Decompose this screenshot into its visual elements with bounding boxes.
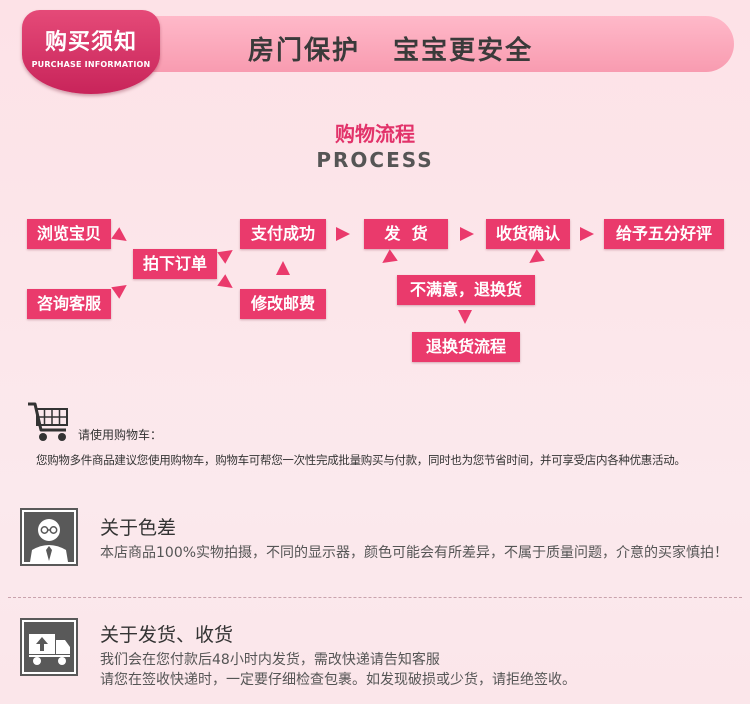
step-consult: 咨询客服 [27,289,111,319]
arrow-ship-to-receive [460,227,474,241]
arrow-order-to-modify [217,274,237,294]
arrow-order-to-pay [217,244,237,264]
badge-title: 购买须知 [44,30,137,55]
arrow-pay-to-ship [336,227,350,241]
step-return-flow: 退换货流程 [412,332,520,362]
arrow-consult-to-order [111,279,131,299]
arrow-unsatisfied-to-return [458,310,472,324]
step-receive: 收货确认 [486,219,570,249]
step-browse: 浏览宝贝 [27,219,111,249]
delivery-truck-icon [20,618,78,676]
step-review: 给予五分好评 [604,219,724,249]
step-unsatisfied: 不满意，退换货 [397,275,535,305]
step-ship: 发 货 [364,219,448,249]
person-glasses-icon [20,508,78,566]
arrow-browse-to-order [111,227,131,247]
shipping-section-line2: 请您在签收快递时，一定要仔细检查包裹。如发现破损或少货，请拒绝签收。 [100,672,576,688]
shipping-section-line1: 我们会在您付款后48小时内发货，需改快递请告知客服 [100,652,440,668]
step-pay: 支付成功 [240,219,326,249]
color-section-text: 本店商品100%实物拍摄，不同的显示器，颜色可能会有所差异，不属于质量问题，介意… [100,545,729,561]
cart-description: 您购物多件商品建议您使用购物车，购物车可帮您一次性完成批量购买与付款，同时也为您… [36,453,686,467]
shopping-cart-icon [26,400,72,448]
color-section-title: 关于色差 [100,517,177,539]
cart-label: 请使用购物车： [78,428,163,442]
arrow-receive-to-unsatisfied [525,249,545,269]
shipping-section-title: 关于发货、收货 [100,624,234,646]
process-subtitle: PROCESS [316,148,434,172]
badge-subtitle: PURCHASE INFORMATION [31,60,151,69]
step-modify: 修改邮费 [240,289,326,319]
header-slogan: 房门保护 宝宝更安全 [248,36,534,66]
arrow-receive-to-review [580,227,594,241]
step-order: 拍下订单 [133,249,217,279]
arrow-modify-to-pay [276,261,290,275]
process-title: 购物流程 [335,122,415,146]
section-divider [8,597,742,598]
arrow-ship-to-unsatisfied [378,249,398,269]
purchase-info-badge: 购买须知 PURCHASE INFORMATION [22,10,160,94]
